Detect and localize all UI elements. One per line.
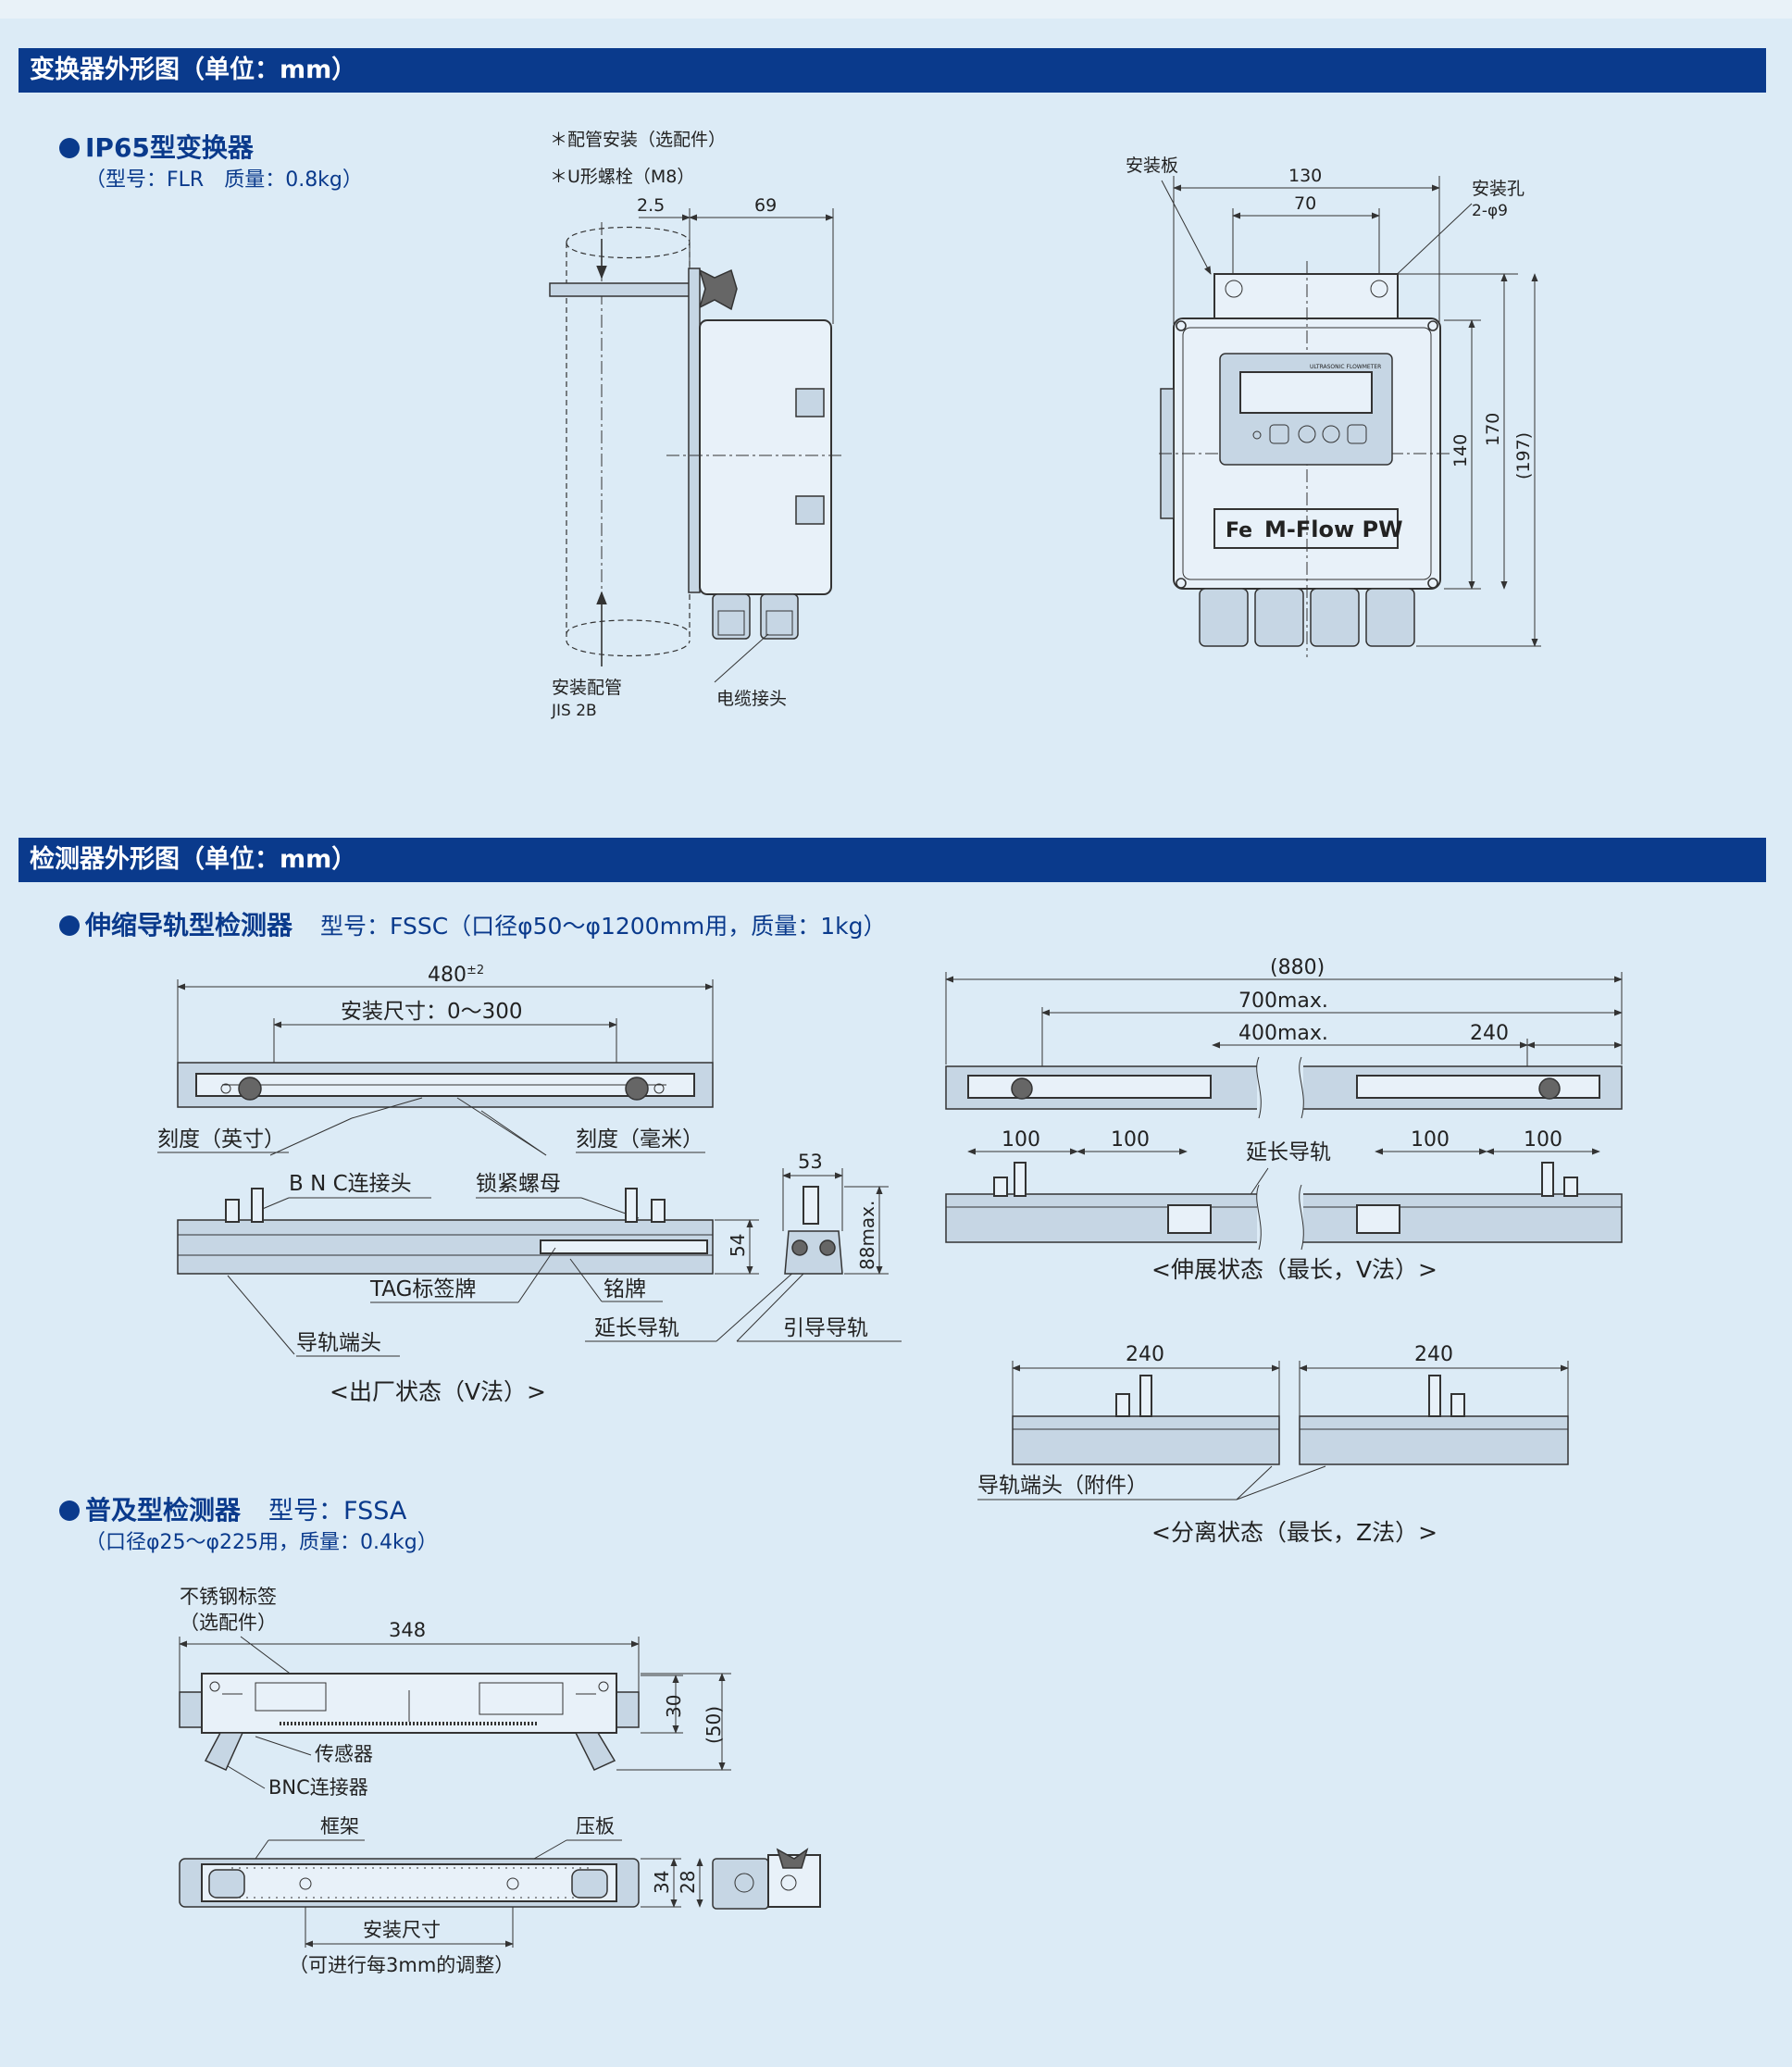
dim-197: (197) <box>1513 432 1534 479</box>
display-caption: ULTRASONIC FLOWMETER <box>1310 364 1381 370</box>
dim-install: 安装尺寸：0～300 <box>341 1000 523 1024</box>
converter-model-sub: （型号：FLR 质量：0.8kg） <box>85 168 363 192</box>
converter-side-view: ＊配管安装（选配件） ＊U形螺栓（M8） 2.5 69 安装配管 JI <box>549 130 842 720</box>
converter-section-bar: 变换器外形图（单位：mm） <box>19 48 1766 93</box>
dim-240-right: 240 <box>1414 1343 1453 1366</box>
bnc-connector-label: BNC连接器 <box>268 1776 368 1799</box>
dim-100-a: 100 <box>1002 1128 1040 1152</box>
bullet-icon <box>59 138 80 158</box>
dim-88max: 88max. <box>856 1201 878 1270</box>
dim-54: 54 <box>727 1234 749 1257</box>
dim-480: 480±2 <box>428 964 484 987</box>
separated-state-drawing: 240 240 导轨端头（附件） <分离状态（最长，Z法）> <box>977 1343 1569 1546</box>
extended-caption: <伸展状态（最长，V法）> <box>1151 1256 1437 1283</box>
tag-label: TAG标签牌 <box>369 1277 476 1301</box>
rail-detector-title: 伸缩导轨型检测器型号：FSSC（口径φ50～φ1200mm用，质量：1kg） <box>59 905 887 942</box>
pipe-std: JIS 2B <box>551 702 597 720</box>
converter-front-view: 安装板 130 70 安装孔 2-φ9 ULTRASONIC FLOWMETER <box>1126 156 1541 657</box>
dim-100-b: 100 <box>1111 1128 1150 1152</box>
dim-240: 240 <box>1470 1022 1509 1045</box>
basic-detector-sub: （口径φ25～φ225用，质量：0.4kg） <box>85 1531 438 1554</box>
rail-end-acc-label: 导轨端头（附件） <box>977 1474 1148 1498</box>
install-sub: （可进行每3mm的调整） <box>289 1954 514 1976</box>
dim-700max: 700max. <box>1238 990 1328 1013</box>
ext-rail-label: 延长导轨 <box>594 1316 679 1340</box>
brand-logo-icon: Fe <box>1226 519 1252 542</box>
dim-30: 30 <box>663 1695 685 1718</box>
note-pipe-mount: ＊配管安装（选配件） <box>550 130 726 150</box>
cable-label: 电缆接头 <box>716 689 787 709</box>
bullet-icon <box>59 1500 80 1521</box>
note-ubolt: ＊U形螺栓（M8） <box>550 167 694 187</box>
nameplate-label: 铭牌 <box>604 1277 646 1301</box>
dim-100-d: 100 <box>1524 1128 1562 1152</box>
guide-rail-label: 引导导轨 <box>783 1316 868 1340</box>
separated-caption: <分离状态（最长，Z法）> <box>1151 1519 1437 1546</box>
dim-69: 69 <box>754 195 777 216</box>
hole-spec: 2-φ9 <box>1472 202 1508 220</box>
dim-170: 170 <box>1483 413 1503 446</box>
basic-detector-drawing: 不锈钢标签 （选配件） 348 传感器 BNC连接器 30 (50) 框架 <box>179 1586 821 1976</box>
rail-end-label: 导轨端头 <box>296 1331 381 1355</box>
brand-text: M-Flow PW <box>1264 517 1403 542</box>
press-plate-label: 压板 <box>576 1815 615 1837</box>
scale-inch-label: 刻度（英寸） <box>157 1127 285 1152</box>
dim-400max: 400max. <box>1238 1022 1328 1045</box>
install-label: 安装尺寸 <box>363 1919 441 1941</box>
sensor-label: 传感器 <box>315 1743 373 1765</box>
dim-2-5: 2.5 <box>637 195 665 216</box>
ss-tag-sub: （选配件） <box>180 1612 277 1634</box>
basic-detector-title: 普及型检测器型号：FSSA <box>59 1490 406 1527</box>
ss-tag-label: 不锈钢标签 <box>180 1586 277 1608</box>
scale-mm-label: 刻度（毫米） <box>576 1127 703 1152</box>
converter-model-title: IP65型变换器 <box>59 128 254 165</box>
dim-28: 28 <box>677 1871 699 1894</box>
top-band <box>0 0 1792 19</box>
factory-caption: <出厂状态（V法）> <box>330 1378 546 1405</box>
dim-53: 53 <box>798 1151 823 1173</box>
factory-state-drawing: 480±2 安装尺寸：0～300 刻度（英寸） 刻度（毫米） B N C连接头 … <box>157 964 902 1405</box>
frame-label: 框架 <box>320 1815 359 1837</box>
pipe-label: 安装配管 <box>552 678 622 698</box>
dim-100-c: 100 <box>1411 1128 1450 1152</box>
extended-state-drawing: (880) 700max. 400max. 240 100 100 100 10… <box>945 956 1623 1283</box>
dim-50: (50) <box>703 1706 725 1744</box>
dim-240-left: 240 <box>1126 1343 1164 1366</box>
dim-70: 70 <box>1294 193 1316 214</box>
ext-rail-label-2: 延长导轨 <box>1246 1140 1331 1164</box>
bnc-label: B N C连接头 <box>289 1172 412 1196</box>
detector-section-bar: 检测器外形图（单位：mm） <box>19 838 1766 882</box>
dim-880: (880) <box>1270 956 1325 979</box>
bullet-icon <box>59 915 80 936</box>
hole-label: 安装孔 <box>1472 179 1524 199</box>
dim-140: 140 <box>1450 434 1471 467</box>
dim-348: 348 <box>389 1619 426 1641</box>
dim-130: 130 <box>1288 166 1322 186</box>
plate-label: 安装板 <box>1126 156 1178 176</box>
lock-nut-label: 锁紧螺母 <box>476 1172 561 1196</box>
dim-34: 34 <box>651 1871 673 1894</box>
